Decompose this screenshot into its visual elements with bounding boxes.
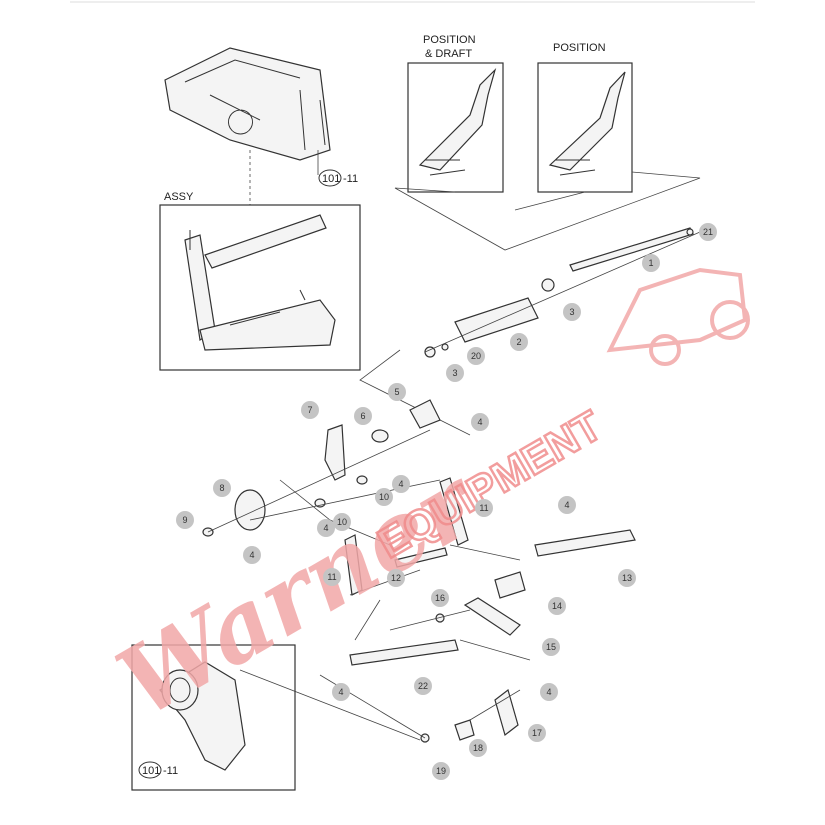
- callout-19: 19: [432, 762, 450, 780]
- position-draft-inset: POSITION & DRAFT: [407, 34, 504, 193]
- callout-11: 11: [475, 499, 493, 517]
- svg-text:4: 4: [564, 500, 569, 510]
- svg-text:4: 4: [323, 523, 328, 533]
- callout-10: 10: [333, 513, 351, 531]
- svg-text:4: 4: [477, 417, 482, 427]
- callout-3: 3: [446, 364, 464, 382]
- shaft-part: [424, 227, 694, 358]
- svg-text:11: 11: [479, 503, 488, 513]
- callout-6: 6: [354, 407, 372, 425]
- svg-text:12: 12: [391, 573, 401, 583]
- callout-21: 21: [699, 223, 717, 241]
- watermark: Warner EQUIPMENT: [100, 267, 750, 739]
- svg-text:ASSY: ASSY: [164, 191, 194, 203]
- callout-16: 16: [431, 589, 449, 607]
- svg-text:19: 19: [436, 766, 446, 776]
- callout-4: 4: [317, 519, 335, 537]
- callout-13: 13: [618, 569, 636, 587]
- svg-text:4: 4: [338, 687, 343, 697]
- callout-4: 4: [392, 475, 410, 493]
- svg-text:3: 3: [569, 307, 574, 317]
- svg-text:101: 101: [322, 173, 340, 185]
- svg-text:3: 3: [452, 368, 457, 378]
- svg-text:7: 7: [307, 405, 312, 415]
- callout-22: 22: [414, 677, 432, 695]
- lever-parts: [202, 399, 636, 743]
- svg-text:4: 4: [249, 550, 254, 560]
- svg-text:4: 4: [398, 479, 403, 489]
- svg-text:8: 8: [219, 483, 224, 493]
- svg-text:16: 16: [435, 593, 445, 603]
- svg-text:11: 11: [327, 572, 336, 582]
- callout-17: 17: [528, 724, 546, 742]
- callout-4: 4: [558, 496, 576, 514]
- callout-7: 7: [301, 401, 319, 419]
- callout-10: 10: [375, 488, 393, 506]
- callout-4: 4: [471, 413, 489, 431]
- svg-text:POSITION: POSITION: [553, 42, 606, 54]
- svg-text:10: 10: [379, 492, 389, 502]
- callout-8: 8: [213, 479, 231, 497]
- tractor-watermark-icon: [606, 267, 750, 366]
- callout-5: 5: [388, 383, 406, 401]
- lift-arm-inset: 101 -11: [131, 644, 296, 791]
- callout-9: 9: [176, 511, 194, 529]
- callout-20: 20: [467, 347, 485, 365]
- callout-12: 12: [387, 569, 405, 587]
- svg-text:2: 2: [516, 337, 521, 347]
- svg-text:-11: -11: [163, 765, 178, 777]
- assy-inset: ASSY: [159, 191, 361, 371]
- svg-text:20: 20: [471, 351, 481, 361]
- hitch-housing-part: [164, 47, 331, 161]
- svg-text:10: 10: [337, 517, 347, 527]
- ref-label-top: 101 -11: [318, 169, 358, 187]
- callout-4: 4: [332, 683, 350, 701]
- callout-2: 2: [510, 333, 528, 351]
- svg-text:4: 4: [546, 687, 551, 697]
- svg-text:5: 5: [394, 387, 399, 397]
- svg-text:101: 101: [142, 765, 160, 777]
- callout-15: 15: [542, 638, 560, 656]
- svg-text:21: 21: [703, 227, 713, 237]
- svg-text:17: 17: [532, 728, 542, 738]
- svg-text:15: 15: [546, 642, 556, 652]
- callout-4: 4: [243, 546, 261, 564]
- svg-text:9: 9: [182, 515, 187, 525]
- svg-text:POSITION: POSITION: [423, 34, 476, 46]
- callout-4: 4: [540, 683, 558, 701]
- svg-text:13: 13: [622, 573, 632, 583]
- position-inset: POSITION: [537, 42, 633, 193]
- svg-text:& DRAFT: & DRAFT: [425, 48, 472, 60]
- callout-14: 14: [548, 597, 566, 615]
- svg-text:14: 14: [552, 601, 562, 611]
- callout-18: 18: [469, 739, 487, 757]
- svg-text:6: 6: [360, 411, 365, 421]
- svg-text:-11: -11: [343, 173, 358, 185]
- svg-text:18: 18: [473, 743, 483, 753]
- callout-11: 11: [323, 568, 341, 586]
- svg-text:22: 22: [418, 681, 428, 691]
- callout-3: 3: [563, 303, 581, 321]
- callout-1: 1: [642, 254, 660, 272]
- svg-text:1: 1: [648, 258, 653, 268]
